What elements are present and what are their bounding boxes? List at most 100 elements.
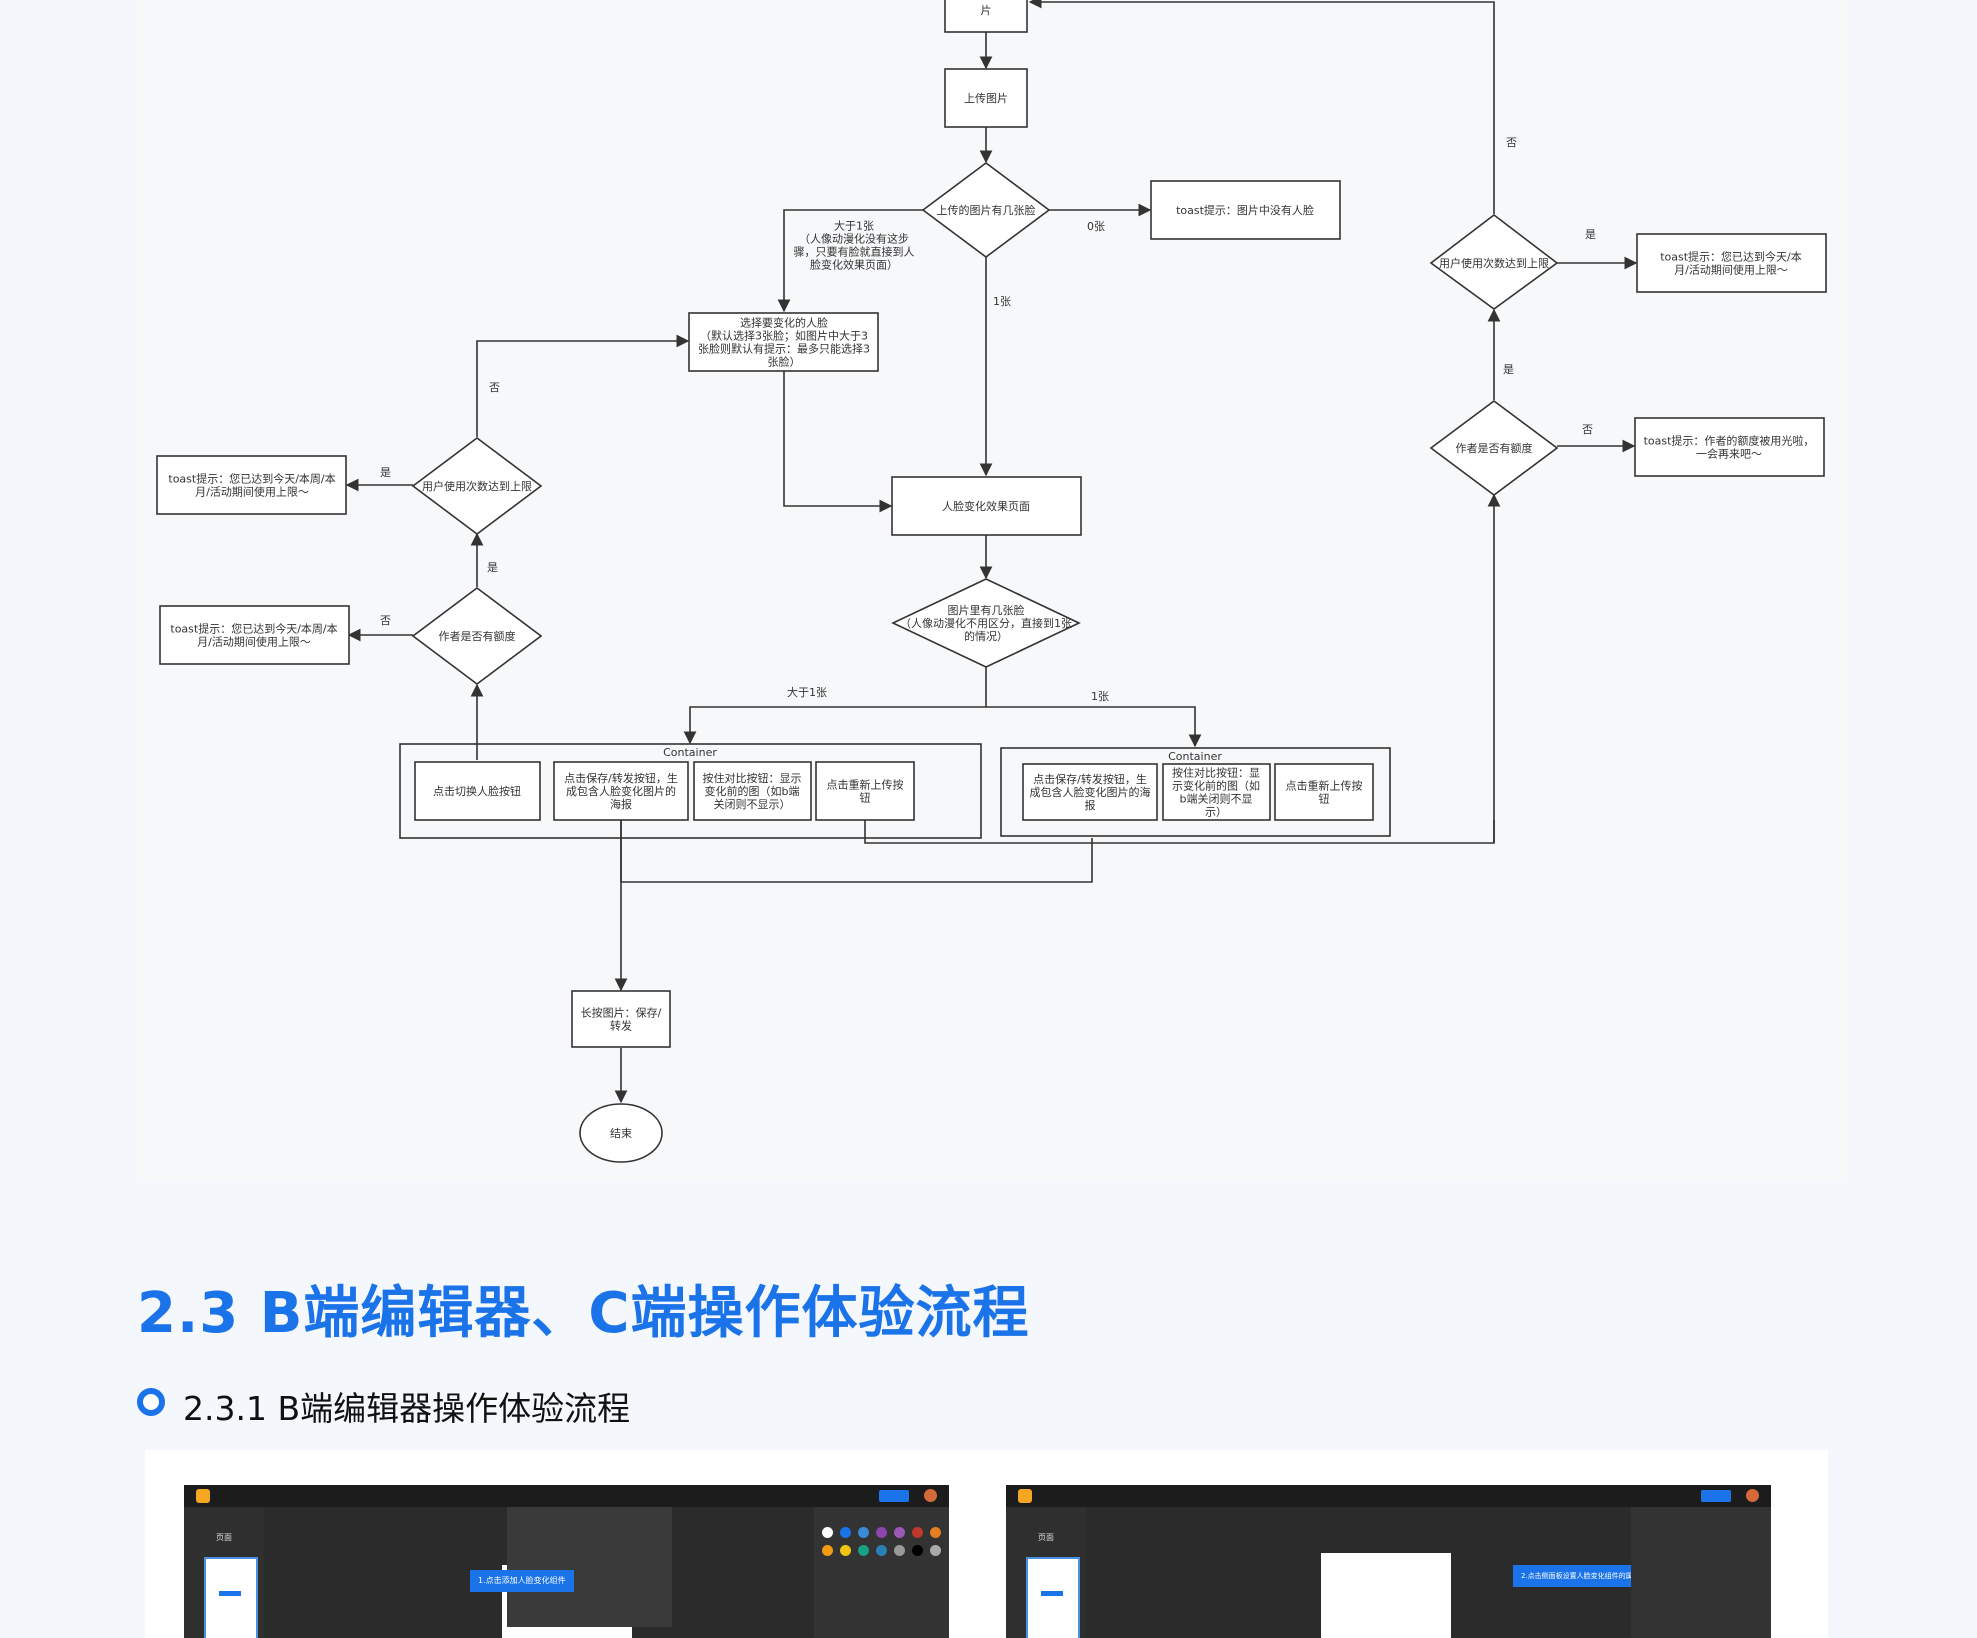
- svg-text:点击切换人脸按钮: 点击切换人脸按钮: [433, 784, 521, 798]
- end-node: 结束: [579, 1103, 663, 1163]
- label-no-right-quota: 否: [1582, 423, 1593, 436]
- app-logo-icon: [196, 1489, 210, 1503]
- thumbnail-button: [219, 1591, 241, 1596]
- swatch[interactable]: [876, 1527, 887, 1538]
- text-line: （人像动漫化不用区分，直接到1张: [900, 616, 1072, 630]
- edge-reupload-merge: [864, 820, 1495, 844]
- text-line: （默认选择3张脸；如图片中大于3: [700, 329, 868, 343]
- upload-node: 上传图片: [944, 68, 1028, 128]
- avatar[interactable]: [924, 1489, 937, 1502]
- properties-panel[interactable]: [1631, 1507, 1771, 1638]
- component-popup[interactable]: [507, 1507, 672, 1627]
- label-gt1: 大于1张（人像动漫化没有这步骤，只要有脸就直接到人脸变化效果页面）: [794, 219, 915, 272]
- faces-in-pic-node: 图片里有几张脸（人像动漫化不用区分，直接到1张的情况）: [891, 578, 1081, 668]
- text-line: 点击重新上传按: [1286, 779, 1363, 793]
- swatch[interactable]: [912, 1527, 923, 1538]
- text-line: 成包含人脸变化图片的海: [1030, 785, 1151, 799]
- label-gt1-bottom: 大于1张: [787, 685, 827, 699]
- callout-set-properties: 2.点击侧面板设置人脸变化组件的属性: [1513, 1565, 1648, 1587]
- label-yes-right-quota: 是: [1503, 363, 1514, 376]
- edge-labels: 大于1张（人像动漫化没有这步骤，只要有脸就直接到人脸变化效果页面） 0张 1张 …: [380, 136, 1596, 703]
- edge-save-merge: [620, 820, 1093, 883]
- properties-panel[interactable]: [814, 1507, 949, 1638]
- swatch[interactable]: [894, 1545, 905, 1556]
- text-line: 张脸）: [768, 355, 801, 369]
- editor-topbar: [184, 1485, 949, 1507]
- label-yes-right-limit: 是: [1585, 228, 1596, 241]
- btn-switch-face: [414, 761, 541, 821]
- svg-text:上传的图片有几张脸: 上传的图片有几张脸: [937, 203, 1036, 217]
- edge-gt1-select: [777, 209, 923, 313]
- right-quota-decision-node: 作者是否有额度: [1429, 400, 1559, 496]
- text-line: 点击保存/转发按钮，生: [564, 771, 678, 785]
- text-line: 张脸则默认有提示：最多只能选择3: [698, 342, 870, 356]
- text-line: 按住对比按钮：显: [1172, 766, 1260, 780]
- svg-text:作者是否有额度: 作者是否有额度: [1456, 441, 1533, 455]
- text-line: 月/活动期间使用上限～: [1674, 264, 1788, 277]
- text-line: toast提示：您已达到今天/本周/本: [170, 622, 337, 636]
- swatch[interactable]: [840, 1545, 851, 1556]
- right-container: Container 点击保存/转发按钮，生成包含人脸变化图片的海报 按住对比按钮…: [1000, 747, 1391, 837]
- sidebar-title: 页面: [216, 1533, 232, 1542]
- avatar[interactable]: [1746, 1489, 1759, 1502]
- subsection-title: 2.3.1 B端编辑器操作体验流程: [183, 1389, 631, 1428]
- left-toast-quota-text: toast提示：您已达到今天/本周/本月/活动期间使用上限～: [170, 622, 337, 649]
- left-quota-decision-node: 作者是否有额度: [411, 587, 543, 685]
- text-line: 选择要变化的人脸: [740, 316, 828, 330]
- text-line: 成包含人脸变化图片的: [566, 784, 676, 798]
- page-thumbnail[interactable]: [1026, 1557, 1080, 1638]
- text-line: toast提示：作者的额度被用光啦，: [1644, 434, 1815, 448]
- text-line: 骤，只要有脸就直接到人: [794, 245, 915, 259]
- text-line: 图片里有几张脸: [948, 603, 1025, 617]
- swatch[interactable]: [822, 1545, 833, 1556]
- text-line: 示）: [1205, 806, 1227, 819]
- text-line: 转发: [610, 1019, 632, 1033]
- text-line: 一会再来吧～: [1696, 448, 1762, 461]
- swatch[interactable]: [876, 1545, 887, 1556]
- swatch[interactable]: [930, 1545, 941, 1556]
- svg-text:上传图片: 上传图片: [964, 92, 1008, 105]
- page-thumbnail[interactable]: [204, 1557, 258, 1638]
- publish-button[interactable]: [879, 1490, 909, 1502]
- swatch[interactable]: [840, 1527, 851, 1538]
- swatch[interactable]: [894, 1527, 905, 1538]
- btn-reupload-left-text: 点击重新上传按钮: [827, 778, 904, 805]
- left-toast-quota-node: toast提示：您已达到今天/本周/本月/活动期间使用上限～: [159, 605, 350, 665]
- right-toast-quota-node: toast提示：作者的额度被用光啦，一会再来吧～: [1634, 417, 1825, 477]
- svg-text:用户使用次数达到上限: 用户使用次数达到上限: [1439, 256, 1549, 270]
- svg-text:用户使用次数达到上限: 用户使用次数达到上限: [422, 479, 532, 493]
- swatch[interactable]: [912, 1545, 923, 1556]
- swatch[interactable]: [930, 1527, 941, 1538]
- editor-screenshot-right: 页面 2.点击侧面板设置人脸变化组件的属性: [1006, 1485, 1771, 1638]
- text-line: 点击保存/转发按钮，生: [1033, 772, 1147, 786]
- label-yes-left-limit: 是: [380, 466, 391, 479]
- screenshots-strip: 页面 1.点击添加人脸变化组件: [145, 1450, 1828, 1638]
- svg-text:结束: 结束: [610, 1127, 632, 1140]
- left-toast-limit-node: toast提示：您已达到今天/本周/本月/活动期间使用上限～: [156, 455, 347, 515]
- btn-reupload-left: [815, 761, 915, 821]
- edge-one-container: [986, 706, 1202, 748]
- svg-text:作者是否有额度: 作者是否有额度: [439, 629, 516, 643]
- faces-in-pic-text: 图片里有几张脸（人像动漫化不用区分，直接到1张的情况）: [900, 603, 1072, 643]
- label-no-left-quota: 否: [380, 614, 391, 627]
- right-toast-limit-node: toast提示：您已达到今天/本月/活动期间使用上限～: [1636, 233, 1827, 293]
- sidebar-title: 页面: [1038, 1533, 1054, 1542]
- top-cut-node: 片: [944, 0, 1028, 33]
- publish-button[interactable]: [1701, 1490, 1731, 1502]
- btn-save-left: [553, 761, 689, 821]
- svg-text:Container: Container: [663, 746, 717, 759]
- btn-compare-right: [1162, 763, 1271, 821]
- left-toast-limit-text: toast提示：您已达到今天/本周/本月/活动期间使用上限～: [168, 472, 335, 499]
- swatch[interactable]: [858, 1545, 869, 1556]
- flowchart: 片 上传图片 上传的图片有几张脸 toast提示：图片中没有人脸 选择要变化的人…: [156, 0, 1827, 1163]
- text-line: 报: [1085, 798, 1096, 812]
- swatch[interactable]: [858, 1527, 869, 1538]
- label-no-right-top: 否: [1506, 136, 1517, 149]
- connectors: [345, 0, 1638, 1104]
- editor-canvas[interactable]: [1321, 1553, 1451, 1638]
- swatch[interactable]: [822, 1527, 833, 1538]
- edge-rusage-top: [1028, 0, 1495, 214]
